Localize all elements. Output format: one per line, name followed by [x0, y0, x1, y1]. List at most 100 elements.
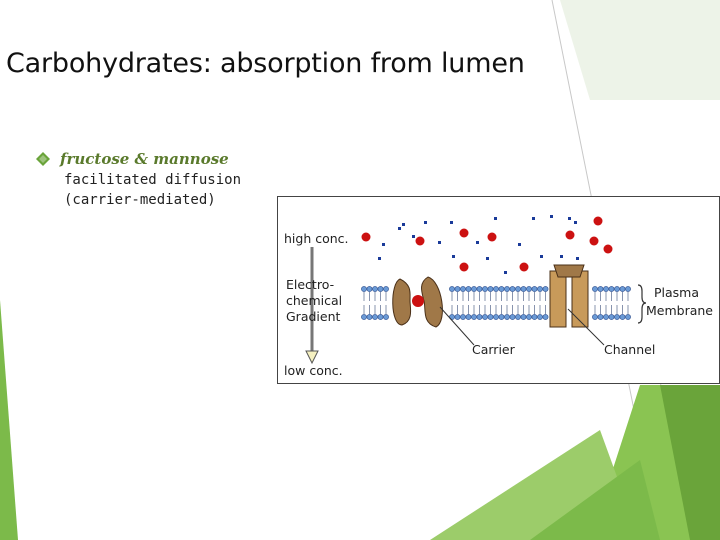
gradient-label-2: chemical — [286, 293, 342, 308]
lipid-head — [542, 286, 549, 292]
lipid-head — [498, 314, 505, 320]
right-accent-shape — [660, 385, 720, 540]
lipid-head — [592, 314, 598, 320]
lipid-head — [619, 286, 626, 292]
ion-particle — [486, 257, 489, 260]
ion-particle — [540, 255, 543, 258]
lipid-head — [608, 314, 615, 320]
lipid-head — [482, 286, 488, 292]
lipid-head — [526, 314, 532, 320]
ion-particle — [398, 227, 401, 230]
lipid-head — [498, 286, 505, 292]
glucose-molecule — [565, 230, 575, 240]
ion-particle — [378, 257, 381, 260]
glucose-molecule — [415, 236, 425, 246]
lipid-head — [476, 314, 483, 320]
lipid-head — [460, 314, 466, 320]
ion-particle — [438, 241, 441, 244]
lipid-head — [454, 286, 461, 292]
channel-protein — [549, 264, 589, 328]
ion-particle — [550, 215, 553, 218]
lipid-head — [504, 286, 510, 292]
glucose-molecule — [519, 262, 529, 272]
lipid-head — [366, 286, 373, 292]
lipid-head — [537, 286, 543, 292]
glucose-molecule — [459, 262, 469, 272]
membrane-label: Membrane — [646, 303, 713, 318]
lipid-head — [465, 286, 472, 292]
ion-particle — [450, 221, 453, 224]
bullet-heading: fructose & mannose — [60, 150, 229, 168]
membrane-diagram: high conc. Electro- chemical Gradient lo… — [284, 215, 713, 378]
lipid-head — [372, 314, 378, 320]
ion-particle — [424, 221, 427, 224]
lipid-head — [531, 314, 538, 320]
membrane-transport-figure: high conc. Electro- chemical Gradient lo… — [277, 196, 720, 384]
lipid-head — [608, 286, 615, 292]
lipid-head — [614, 286, 620, 292]
gradient-arrow — [305, 247, 319, 365]
lipid-head — [597, 314, 604, 320]
ion-particle — [532, 217, 535, 220]
glucose-molecule — [361, 232, 371, 242]
ion-particle — [518, 243, 521, 246]
ion-particle — [402, 223, 405, 226]
glucose-molecule — [593, 216, 603, 226]
lipid-head — [482, 314, 488, 320]
lipid-head — [537, 314, 543, 320]
carrier-bound-molecule — [412, 295, 424, 307]
lipid-head — [520, 314, 527, 320]
lipid-head — [597, 286, 604, 292]
lipid-head — [493, 286, 499, 292]
bottom-accent-shape — [530, 460, 660, 540]
glucose-molecule — [459, 228, 469, 238]
lipid-head — [465, 314, 472, 320]
lipid-head — [471, 286, 477, 292]
carrier-protein — [392, 276, 443, 328]
bullet-line-1: facilitated diffusion — [64, 172, 242, 188]
lipid-head — [509, 286, 516, 292]
glucose-molecules — [361, 216, 613, 310]
diamond-bullet-icon — [36, 152, 50, 166]
lipid-head — [515, 314, 521, 320]
lipid-head — [487, 286, 494, 292]
ion-particle — [476, 241, 479, 244]
lipid-head — [366, 314, 373, 320]
lipid-head — [383, 286, 389, 292]
ion-particle — [494, 217, 497, 220]
membrane-brace — [637, 284, 647, 324]
lipid-head — [592, 286, 598, 292]
lipid-head — [377, 314, 384, 320]
low-conc-label: low conc. — [284, 363, 343, 378]
lipid-bilayer — [361, 286, 631, 320]
ion-particle — [382, 243, 385, 246]
lipid-head — [449, 286, 455, 292]
right-accent-shape — [560, 0, 720, 100]
glucose-molecule — [603, 244, 613, 254]
lipid-head — [361, 286, 367, 292]
plasma-label: Plasma — [654, 285, 699, 300]
bullet-line-2: (carrier-mediated) — [64, 192, 216, 208]
high-conc-label: high conc. — [284, 231, 349, 246]
ion-particle — [574, 221, 577, 224]
lipid-head — [460, 286, 466, 292]
lipid-head — [542, 314, 549, 320]
gradient-label-3: Gradient — [286, 309, 341, 324]
lipid-head — [526, 286, 532, 292]
lipid-head — [515, 286, 521, 292]
lipid-head — [603, 314, 609, 320]
lipid-head — [504, 314, 510, 320]
lipid-head — [487, 314, 494, 320]
ion-particle — [568, 217, 571, 220]
left-accent-shape — [0, 300, 18, 540]
ion-particle — [576, 257, 579, 260]
lipid-head — [619, 314, 626, 320]
lipid-head — [520, 286, 527, 292]
lipid-head — [614, 314, 620, 320]
ion-particle — [504, 271, 507, 274]
lipid-head — [531, 286, 538, 292]
gradient-label-1: Electro- — [286, 277, 334, 292]
ion-particle — [412, 235, 415, 238]
lipid-head — [454, 314, 461, 320]
